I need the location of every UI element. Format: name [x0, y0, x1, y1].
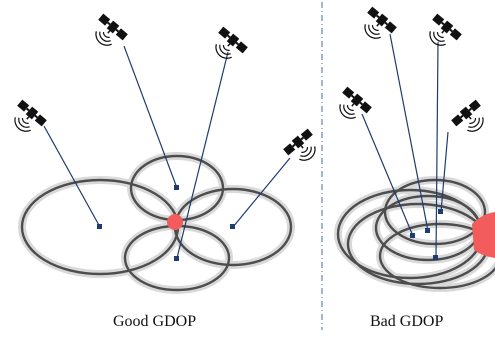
signal-line-4: [232, 157, 291, 228]
range-ellipse-5: [378, 222, 495, 290]
good-gdop-panel: [5, 11, 325, 294]
signal-line-2: [389, 33, 429, 232]
receiver-marker: [97, 224, 102, 229]
receiver-marker: [433, 255, 438, 260]
bad-gdop-panel: [330, 4, 495, 292]
receiver-marker: [438, 209, 443, 214]
satellite-icon: [330, 84, 374, 127]
satellite-icon: [281, 126, 325, 169]
satellite-icon: [86, 11, 130, 54]
receiver-marker: [174, 256, 179, 261]
range-ellipse-2: [383, 178, 487, 246]
satellite-icon: [206, 24, 250, 67]
signal-line-1: [361, 113, 414, 237]
signal-line-1: [43, 125, 101, 228]
receiver-marker: [230, 224, 235, 229]
receiver-marker: [174, 185, 179, 190]
signal-line-2: [123, 45, 178, 189]
receiver-marker: [410, 233, 415, 238]
satellite-icon: [5, 97, 49, 140]
receiver-marker: [425, 228, 430, 233]
bad-gdop-caption: Bad GDOP: [370, 313, 444, 330]
signal-line-3: [176, 51, 229, 259]
signal-line-4: [440, 131, 449, 213]
position-fix-bad: [472, 212, 495, 258]
position-fix-good: [167, 214, 183, 230]
satellite-icon: [449, 97, 493, 140]
good-gdop-caption: Good GDOP: [113, 313, 197, 330]
signal-line-3: [435, 41, 439, 259]
satellite-icon: [420, 11, 464, 54]
